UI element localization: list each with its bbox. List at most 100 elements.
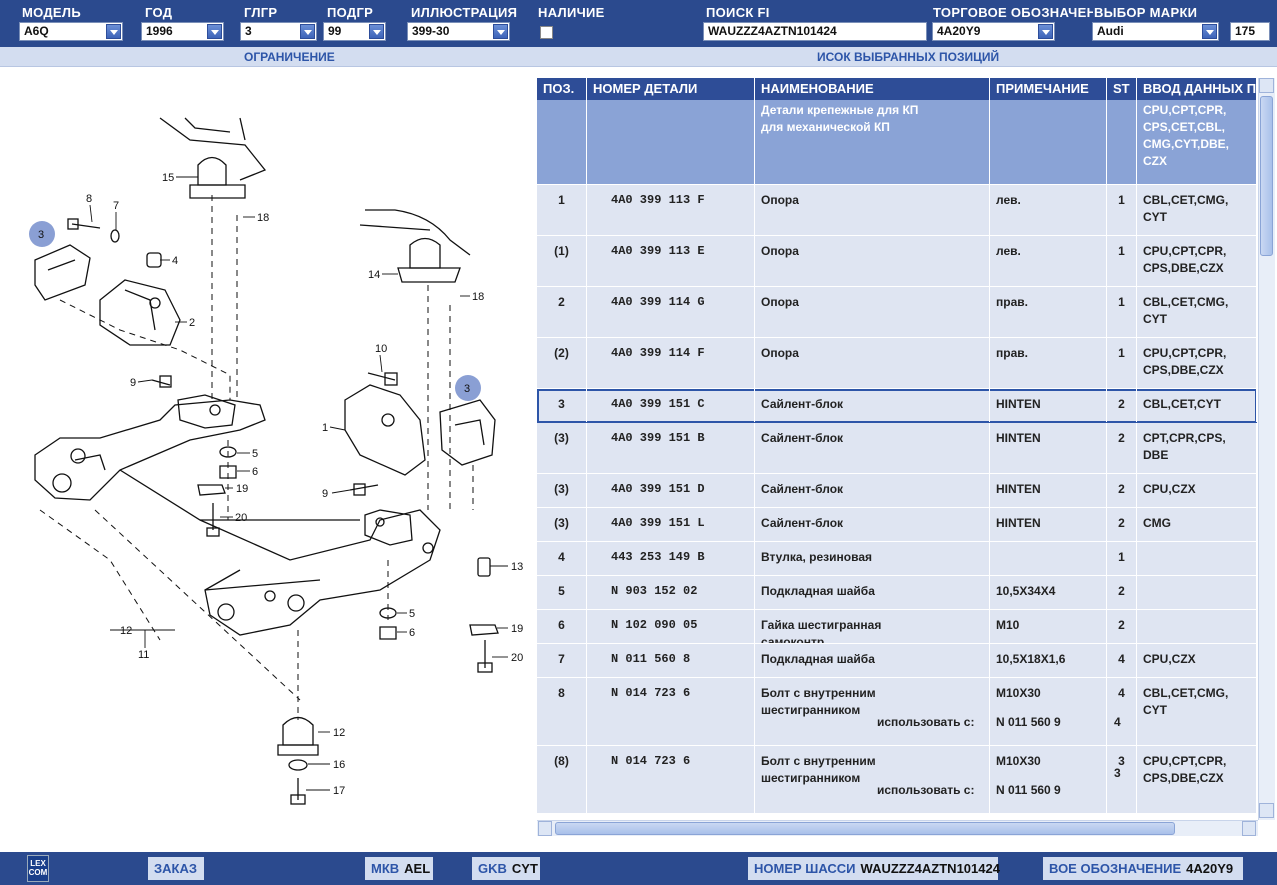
cell-pos: 2: [537, 287, 587, 337]
scroll-down-button[interactable]: [1259, 803, 1274, 818]
callout-18[interactable]: 18: [257, 212, 269, 224]
chevron-down-icon[interactable]: [106, 24, 121, 39]
scroll-up-button[interactable]: [1259, 78, 1274, 93]
callout-6b[interactable]: 6: [409, 627, 415, 639]
col-header-part-number[interactable]: НОМЕР ДЕТАЛИ: [587, 78, 755, 100]
cell-part: N 014 723 6: [587, 678, 755, 745]
callout-5[interactable]: 5: [252, 448, 258, 460]
cell-note: M10X30: [990, 746, 1107, 813]
cell-pos: (8): [537, 746, 587, 813]
callout-19[interactable]: 19: [236, 483, 248, 495]
callout-15[interactable]: 15: [162, 172, 174, 184]
cell-codes: CPT,CPR,CPS, DBE: [1137, 423, 1257, 473]
callout-3a[interactable]: 3: [38, 229, 44, 241]
use-with-part: N 011 560 9: [996, 715, 1061, 729]
year-select[interactable]: 1996: [141, 22, 224, 41]
callout-10[interactable]: 10: [375, 343, 387, 355]
cell-pos: 4: [537, 542, 587, 575]
callout-12b[interactable]: 12: [333, 727, 345, 739]
sub-group-select[interactable]: 99: [323, 22, 386, 41]
chevron-down-icon[interactable]: [369, 24, 384, 39]
callout-19b[interactable]: 19: [511, 623, 523, 635]
callout-2[interactable]: 2: [189, 317, 195, 329]
cell-part: 4A0 399 151 B: [587, 423, 755, 473]
chevron-down-icon[interactable]: [207, 24, 222, 39]
use-with-st: 3: [1114, 766, 1121, 780]
col-header-note[interactable]: ПРИМЕЧАНИЕ: [990, 78, 1107, 100]
callout-16[interactable]: 16: [333, 759, 345, 771]
callout-6[interactable]: 6: [252, 466, 258, 478]
chevron-down-icon[interactable]: [1038, 24, 1053, 39]
chevron-down-icon[interactable]: [1202, 24, 1217, 39]
illustration-select[interactable]: 399-30: [407, 22, 510, 41]
search-fi-input[interactable]: WAUZZZ4AZTN101424: [703, 22, 927, 41]
callout-14[interactable]: 14: [368, 269, 380, 281]
group-codes: CPU,CPT,CPR, CPS,CET,CBL, CMG,CYT,DBE, C…: [1143, 103, 1230, 168]
callout-3b[interactable]: 3: [464, 383, 470, 395]
selected-positions-header[interactable]: ИСОК ВЫБРАННЫХ ПОЗИЦИЙ: [817, 50, 1000, 64]
callout-17[interactable]: 17: [333, 785, 345, 797]
col-header-st[interactable]: ST: [1107, 78, 1137, 100]
number-field[interactable]: 175: [1230, 22, 1270, 41]
trade-designation-select[interactable]: 4A20Y9: [932, 22, 1055, 41]
group-row[interactable]: Детали крепежные для КП для механической…: [537, 100, 1257, 185]
scroll-right-button[interactable]: [1242, 821, 1256, 836]
callout-5b[interactable]: 5: [409, 608, 415, 620]
model-select[interactable]: A6Q: [19, 22, 123, 41]
col-header-data-input[interactable]: ВВОД ДАННЫХ П: [1137, 78, 1257, 100]
callout-9[interactable]: 9: [130, 377, 136, 389]
callout-13[interactable]: 13: [511, 561, 523, 573]
callout-20b[interactable]: 20: [511, 652, 523, 664]
use-with-part: N 011 560 9: [996, 783, 1061, 797]
year-label: ГОД: [145, 5, 173, 20]
callout-8[interactable]: 8: [86, 193, 92, 205]
order-button[interactable]: ЗАКАЗ: [148, 857, 204, 880]
callout-12[interactable]: 12: [120, 625, 132, 637]
callout-3-left[interactable]: [29, 221, 55, 247]
scroll-left-button[interactable]: [538, 821, 552, 836]
parts-illustration[interactable]: 15 18 8 7 3 4 2 14 18 10 9 3 1 5 6 19 20…: [0, 68, 532, 848]
main-group-select[interactable]: 3: [240, 22, 317, 41]
vertical-scrollbar[interactable]: [1258, 78, 1275, 820]
horizontal-scroll-thumb[interactable]: [555, 822, 1175, 835]
restriction-header[interactable]: ОГРАНИЧЕНИЕ: [244, 50, 335, 64]
cell-codes: CPU,CPT,CPR, CPS,DBE,CZX: [1137, 338, 1257, 388]
horizontal-scrollbar[interactable]: [537, 820, 1258, 836]
availability-checkbox[interactable]: [540, 26, 553, 39]
cell-name: Сайлент-блок: [755, 389, 990, 422]
cell-st: 2: [1107, 576, 1137, 609]
callout-18b[interactable]: 18: [472, 291, 484, 303]
chevron-down-icon[interactable]: [493, 24, 508, 39]
cell-name: Подкладная шайба: [755, 644, 990, 677]
brand-select[interactable]: Audi: [1092, 22, 1219, 41]
callout-11[interactable]: 11: [138, 649, 149, 661]
main-group-label: ГЛГР: [244, 5, 278, 20]
vertical-scroll-thumb[interactable]: [1260, 96, 1273, 256]
col-header-pos[interactable]: ПОЗ.: [537, 78, 587, 100]
callout-7[interactable]: 7: [113, 200, 119, 212]
callout-1[interactable]: 1: [322, 422, 328, 434]
callout-4[interactable]: 4: [172, 255, 178, 267]
cell-note: 10,5X34X4: [990, 576, 1107, 609]
callout-20[interactable]: 20: [235, 512, 247, 524]
col-header-name[interactable]: НАИМЕНОВАНИЕ: [755, 78, 990, 100]
callout-3-right[interactable]: [455, 375, 481, 401]
cell-note: HINTEN: [990, 389, 1107, 422]
callout-9b[interactable]: 9: [322, 488, 328, 500]
chevron-down-icon[interactable]: [300, 24, 315, 39]
